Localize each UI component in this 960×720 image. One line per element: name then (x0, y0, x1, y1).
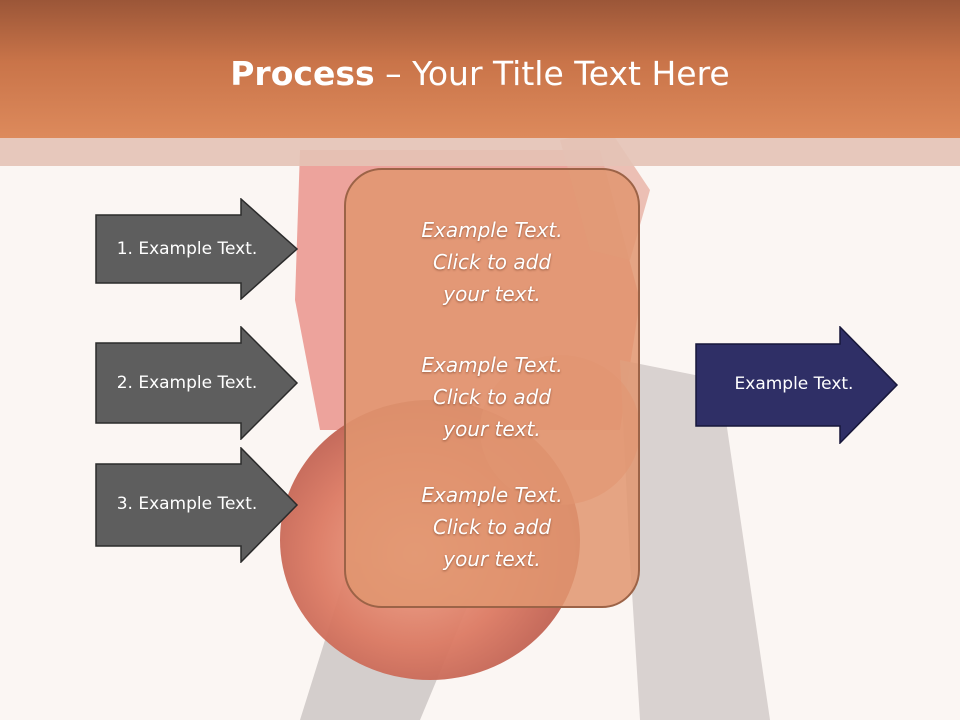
arrow-shape (95, 198, 299, 300)
step-label-1: 1. Example Text. (116, 239, 258, 259)
panel-line: Click to add (432, 385, 552, 409)
panel-line: Example Text. (421, 353, 563, 377)
output-arrow[interactable]: Example Text. (695, 326, 899, 444)
slide-title-bold: Process (230, 54, 375, 93)
arrow-shape (95, 326, 299, 440)
step-arrow-3[interactable]: 3. Example Text. (95, 447, 299, 563)
output-label: Example Text. (734, 374, 854, 394)
panel-line: your text. (443, 547, 541, 571)
panel-text-block-2: Example Text. Click to add your text. (346, 349, 638, 445)
step-label-2: 2. Example Text. (116, 373, 258, 393)
slide-title-rest: – Your Title Text Here (374, 54, 730, 93)
arrow-shape (95, 447, 299, 563)
panel-line: Click to add (432, 515, 552, 539)
panel-line: Example Text. (421, 218, 563, 242)
panel-text-block-3: Example Text. Click to add your text. (346, 479, 638, 575)
slide-title: Process – Your Title Text Here (0, 52, 960, 96)
panel-line: Example Text. (421, 483, 563, 507)
panel-line: your text. (443, 282, 541, 306)
step-arrow-2[interactable]: 2. Example Text. (95, 326, 299, 440)
title-bar (0, 0, 960, 138)
panel-line: your text. (443, 417, 541, 441)
arrow-shape (695, 326, 899, 444)
panel-text-block-1: Example Text. Click to add your text. (346, 214, 638, 310)
panel-line: Click to add (432, 250, 552, 274)
center-text-panel[interactable]: Example Text. Click to add your text. Ex… (344, 168, 640, 608)
step-arrow-1[interactable]: 1. Example Text. (95, 198, 299, 300)
title-band (0, 138, 960, 166)
step-label-3: 3. Example Text. (116, 494, 258, 514)
